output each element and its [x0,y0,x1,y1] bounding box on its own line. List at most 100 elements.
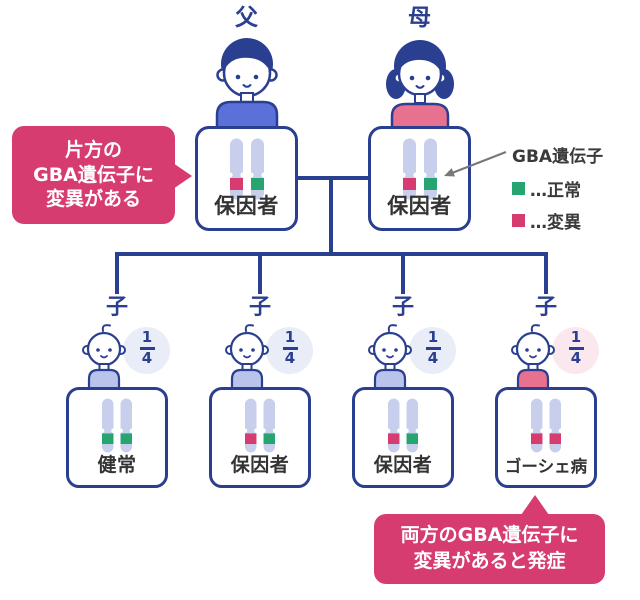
centromere-notch [229,172,233,178]
father-avatar [215,38,278,130]
centromere-notch [547,428,552,434]
baby-shirt [87,368,121,390]
baby-face [229,331,265,367]
chromosome-body [120,398,132,453]
baby-face [372,331,408,367]
centromere-notch [102,428,105,434]
baby-curl [101,324,111,332]
child-3-avatar [368,324,412,390]
centromere-notch [272,428,275,434]
legend-normal-label: …正常 [530,181,581,201]
father-group: 父 保因者 [195,5,298,231]
chromosome-body [531,398,543,453]
baby-shirt [516,368,550,390]
chromosome-body [263,398,275,453]
gene-legend: GBA遺伝子 …正常 …変異 [512,142,603,233]
mother-gene-box: 保因者 [368,126,471,231]
child-group-3: 子 1 4 [352,295,456,492]
chromosome-body [549,398,561,453]
legend-title: GBA遺伝子 [512,147,604,167]
child-drop-line-1 [115,252,119,294]
baby-eye-left [96,348,100,352]
child-2-gene-band-left [245,433,257,445]
legend-mutation-label: …変異 [530,213,581,233]
mother-group: 母 保因者 [368,5,471,231]
father-gene-band-left [229,178,243,190]
centromere-notch [254,428,259,434]
baby-mouth [529,355,537,359]
child-1-gene-box: 健常 [66,387,168,488]
child-4-gene-box: ゴーシェ病 [495,387,597,488]
sibling-line [115,252,548,256]
mother-mouth [415,85,424,89]
centromere-notch [129,428,132,434]
probability-denominator: 4 [141,349,153,368]
baby-eye-right [394,348,398,352]
mother-gene-band-left [402,178,416,190]
callout-left-line1: 片方の [64,138,122,161]
father-chromosome-icon [229,138,264,200]
child-drop-line-3 [401,252,405,294]
child-1-probability-badge [123,327,170,374]
centromere-notch [397,428,402,434]
badge-circle [123,327,170,374]
child-3-label: 子 [391,295,414,320]
baby-curl [530,324,540,332]
child-4-label: 子 [534,295,557,320]
chromosome-body [406,398,418,453]
fraction-bar [425,347,441,350]
centromere-notch [531,428,534,434]
centromere-notch [412,172,419,178]
child-1-chromosome-icon [102,398,132,453]
child-3-gene-band-left [388,433,400,445]
callout-one-mutated-gene: 片方の GBA遺伝子に 変異がある [12,126,175,224]
centromere-notch [245,428,248,434]
child-3-chromosome-icon [388,398,418,453]
couple-connector-line [296,176,372,180]
centromere-notch [118,428,123,434]
baby-curl [244,324,254,332]
child-2-avatar [225,324,269,390]
child-4-gene-band-left [531,433,543,445]
centromere-notch [404,428,409,434]
baby-face [515,331,551,367]
child-drop-line-4 [544,252,548,294]
centromere-notch [420,172,427,178]
father-eye-left [235,74,240,80]
child-3-probability-badge [409,327,456,374]
centromere-notch [111,428,116,434]
baby-shirt [230,368,264,390]
baby-mouth [100,355,108,359]
father-label: 父 [235,5,258,31]
baby-face [86,331,122,367]
legend-item-mutation: …変異 [512,208,603,233]
baby-mouth [243,355,251,359]
chromosome-body [102,398,114,453]
baby-eye-right [108,348,112,352]
father-eye-right [253,74,258,80]
mutation-gene-swatch-icon [512,214,525,227]
child-3-gene-band-right [406,433,418,445]
mother-gene-band-right [423,178,437,190]
callout-bottom-line1: 両方のGBA遺伝子に [400,524,579,547]
fraction-bar [282,347,298,350]
child-4-probability: 1 4 [563,328,589,367]
father-gene-box: 保因者 [195,126,298,231]
probability-denominator: 4 [427,349,439,368]
mother-fringe [398,53,441,74]
callout-left-line2: GBA遺伝子に [33,163,154,186]
probability-numerator: 1 [427,328,439,346]
child-1-avatar [82,324,126,390]
badge-circle [552,327,599,374]
baby-eye-right [537,348,541,352]
baby-curl [387,324,397,332]
father-status: 保因者 [214,194,279,218]
centromere-notch [558,428,561,434]
child-4-chromosome-icon [531,398,561,453]
centromere-notch [261,428,266,434]
probability-numerator: 1 [284,328,296,346]
centromere-notch [239,172,246,178]
child-2-label: 子 [248,295,271,320]
child-1-status: 健常 [97,454,137,476]
probability-numerator: 1 [570,328,582,346]
